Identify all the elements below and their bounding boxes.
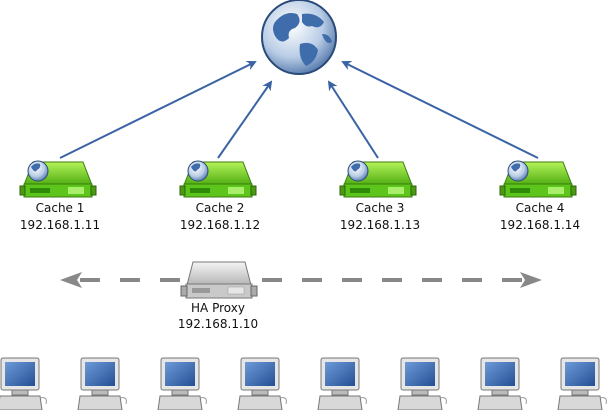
proxy-ip: 192.168.1.10: [178, 317, 258, 331]
cache-name: Cache 4: [516, 201, 565, 215]
computer-icon[interactable]: [157, 357, 207, 410]
computer-icon[interactable]: [397, 357, 447, 410]
globe-icon: [507, 160, 529, 182]
globe-icon: [187, 160, 209, 182]
computer-icon[interactable]: [237, 357, 287, 410]
computer-icon[interactable]: [477, 357, 527, 410]
cache-name: Cache 3: [356, 201, 405, 215]
cache-name: Cache 1: [36, 201, 85, 215]
uplink-arrows: [59, 61, 539, 159]
cache-ip: 192.168.1.11: [20, 218, 100, 232]
cache-ip: 192.168.1.13: [340, 218, 420, 232]
uplink-arrow-cache-1: [59, 61, 257, 159]
cache-ip: 192.168.1.14: [500, 218, 580, 232]
proxy-name: HA Proxy: [191, 301, 245, 315]
cache-name: Cache 2: [196, 201, 245, 215]
cache-ip: 192.168.1.12: [180, 218, 260, 232]
cache-server-1[interactable]: Cache 1 192.168.1.11: [19, 160, 100, 232]
computer-icon[interactable]: [317, 357, 367, 410]
cache-server-3[interactable]: Cache 3 192.168.1.13: [339, 160, 420, 232]
globe-icon: [27, 160, 49, 182]
uplink-arrow-cache-2: [217, 80, 273, 159]
cache-server-2[interactable]: Cache 2 192.168.1.12: [179, 160, 260, 232]
computer-icon[interactable]: [557, 357, 607, 410]
uplink-arrow-cache-4: [341, 61, 539, 159]
cache-server-4[interactable]: Cache 4 192.168.1.14: [499, 160, 580, 232]
uplink-arrow-cache-3: [327, 80, 379, 159]
computer-icon[interactable]: [77, 357, 127, 410]
ha-proxy-server[interactable]: HA Proxy 192.168.1.10: [178, 261, 258, 331]
globe-icon: [261, 0, 337, 75]
globe-icon: [347, 160, 369, 182]
server-icon: [180, 261, 258, 299]
computer-icon[interactable]: [0, 357, 47, 410]
